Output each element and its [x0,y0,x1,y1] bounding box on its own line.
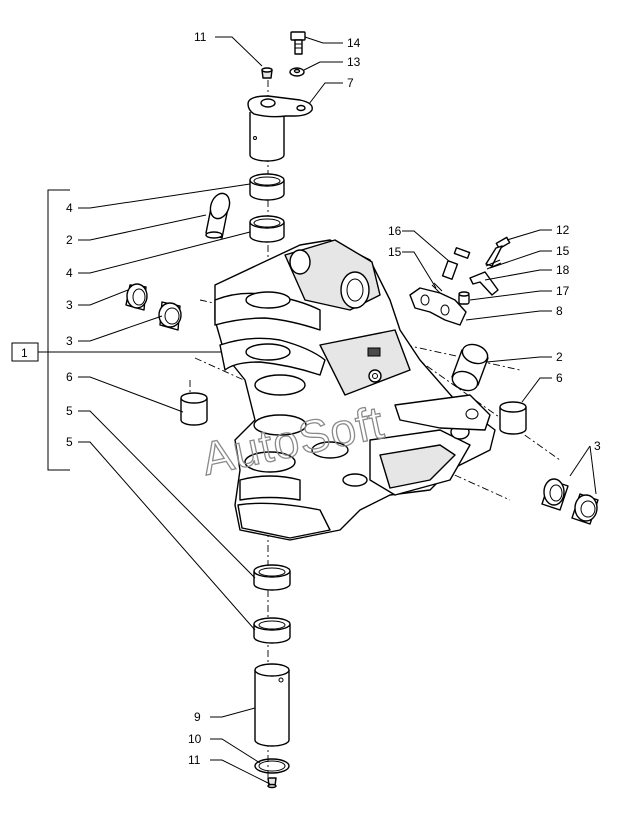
callout-6-a: 6 [66,370,73,384]
sleeve-17 [458,291,470,305]
callout-17: 17 [556,284,570,298]
callout-numbers: 11 14 13 7 4 2 4 3 3 1 6 5 5 16 12 15 15… [21,30,601,767]
callout-4-b: 4 [66,266,73,280]
pin-9 [254,663,290,747]
callout-16: 16 [388,224,402,238]
bushing-2-right [451,343,489,392]
callout-5-a: 5 [66,404,73,418]
callout-6-b: 6 [556,371,563,385]
main-housing [214,239,496,541]
group-label-box [11,342,39,362]
bushing-6-right [499,401,527,435]
bushing-2-left [205,192,231,239]
bushing-5-upper [253,564,291,591]
callout-18: 18 [556,263,570,277]
bushing-3-left-b [158,301,182,331]
callout-7: 7 [347,76,354,90]
callout-15-b: 15 [556,244,570,258]
callout-14: 14 [347,36,361,50]
clip-18 [469,271,499,296]
bushing-5-lower [253,617,291,644]
block-8 [409,287,467,326]
callout-12: 12 [556,223,570,237]
snap-ring-10 [254,758,290,774]
callout-3-b: 3 [66,334,73,348]
bushing-4-top [249,173,285,201]
bushing-3-left-a [125,283,148,311]
bolt-14 [290,31,306,55]
bushing-6-left [180,392,208,426]
callout-11-top: 11 [194,30,207,44]
callout-15-a: 15 [388,245,402,259]
callout-3-c: 3 [594,439,601,453]
cotter-pin-15-left [431,282,443,294]
bolt-12 [485,236,511,267]
washer-13 [289,67,305,77]
grease-nipple-bottom [267,777,277,789]
grease-nipple-top [261,67,273,79]
leader-lines [78,36,597,785]
callout-2-a: 2 [66,233,73,247]
callout-2-b: 2 [556,350,563,364]
bushing-4-second [249,215,285,243]
pin-with-plate-7 [247,95,313,162]
callout-1: 1 [21,346,28,360]
callout-5-b: 5 [66,435,73,449]
bushing-3-right-b [571,493,599,525]
callout-9: 9 [194,710,201,724]
bushing-3-right-a [541,478,569,511]
callout-10: 10 [188,732,202,746]
callout-4-a: 4 [66,201,73,215]
cotter-pin-15-right [485,259,502,270]
bolt-16 [441,247,471,280]
callout-3-a: 3 [66,298,73,312]
callout-8: 8 [556,304,563,318]
callout-11-bottom: 11 [188,753,201,767]
callout-13: 13 [347,55,361,69]
